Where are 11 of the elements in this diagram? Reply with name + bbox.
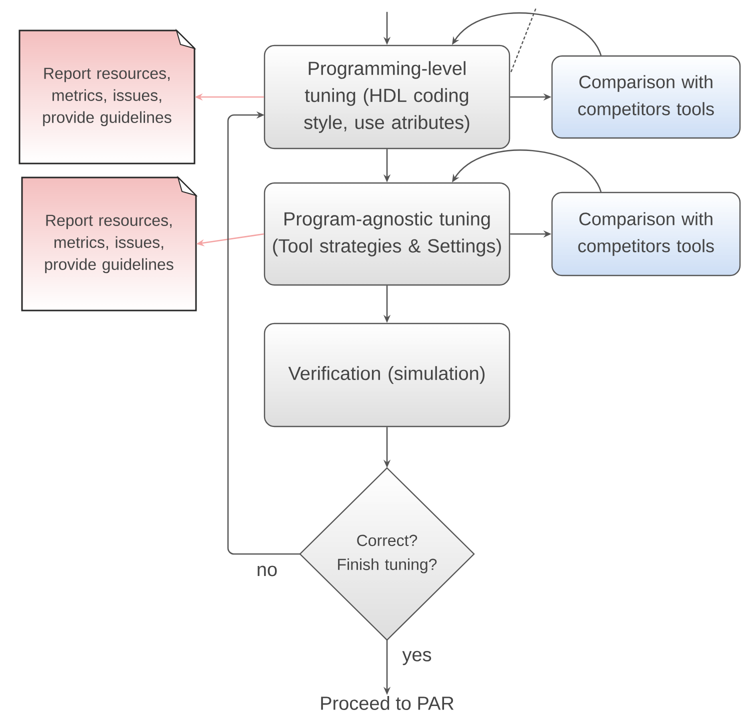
process-box: Verification (simulation) (264, 322, 510, 428)
end-text: Proceed to PAR (321, 696, 454, 710)
arrow (227, 111, 300, 555)
process-box: Program-agnostic tuning (Tool strategies & Settings) (264, 182, 510, 286)
process-box: Programming-level tuning (HDL coding style, use atributes) (264, 44, 510, 150)
arrow (452, 12, 602, 56)
arrow (452, 150, 602, 192)
comparison-box: Comparison with competitors tools (551, 192, 741, 276)
edge-label: no (255, 564, 279, 578)
edge-label: yes (401, 650, 433, 666)
comparison-box: Comparison with competitors tools (551, 55, 741, 139)
